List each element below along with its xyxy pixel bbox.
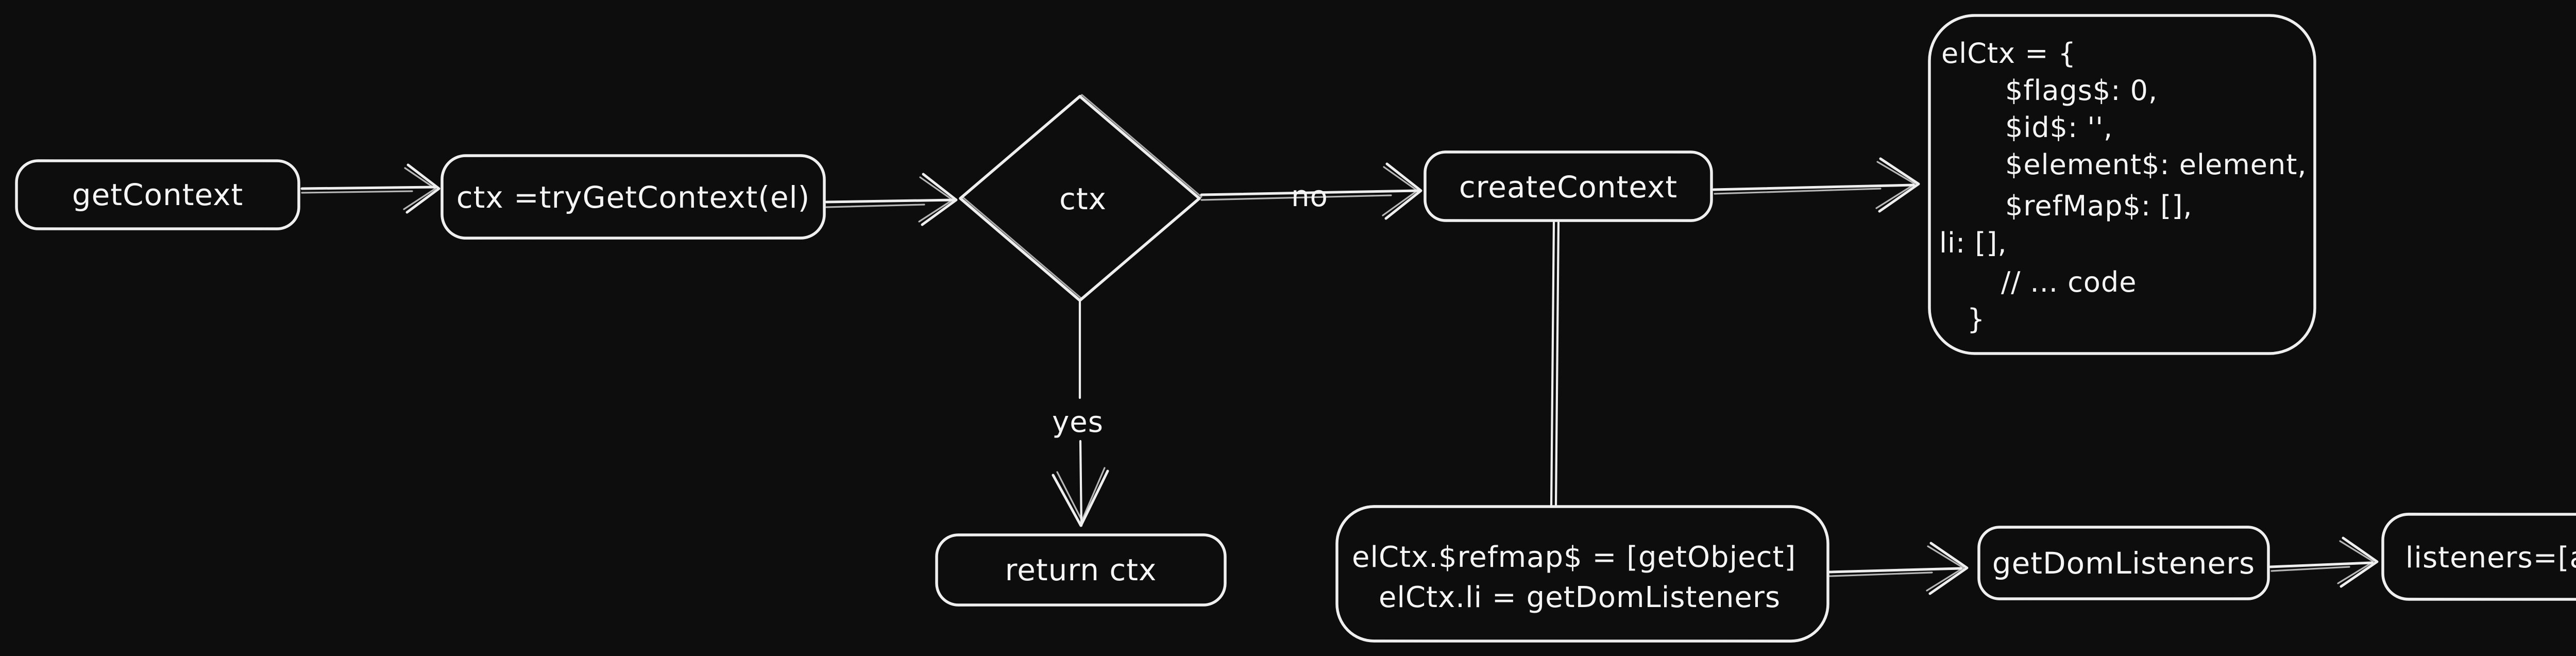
node-try-get-context: ctx =tryGetContext(el) [440, 154, 826, 240]
code-line: $element$: element, [2005, 148, 2307, 181]
code-line: $flags$: 0, [2005, 74, 2158, 107]
node-get-context: getContext [15, 159, 300, 230]
arrow-decision-no: no [1200, 162, 1422, 220]
arrow-shaft [1200, 189, 1419, 196]
arrowhead-icon [1384, 162, 1422, 220]
node-return-ctx: return ctx [935, 533, 1227, 607]
code-line: li: [], [1939, 227, 2007, 259]
arrowhead-icon2 [1926, 545, 1964, 592]
arrow-getdomlisteners-to-listeners [2269, 536, 2379, 588]
code-line: elCtx = { [1941, 37, 2076, 70]
arrowhead-icon2 [403, 167, 436, 210]
connector-line2 [1554, 221, 1560, 507]
arrow-shaft2 [301, 190, 413, 194]
arrow-shaft2 [1829, 571, 1933, 577]
node-get-context-label: getContext [72, 177, 243, 212]
node-listeners-result-outline2 [2382, 512, 2576, 601]
arrowhead-icon [1052, 469, 1109, 527]
node-listeners-result: listeners=[attrName, parseQRL] [2381, 512, 2576, 601]
node-assign-refmap: elCtx.$refmap$ = [getObject] elCtx.li = … [1335, 505, 1829, 643]
node-get-context-outline2 [15, 159, 300, 230]
node-get-dom-listeners: getDomListeners [1977, 526, 2270, 600]
node-try-get-context-label: ctx =tryGetContext(el) [456, 180, 810, 215]
arrow-shaft [2269, 561, 2374, 568]
code-line: // ... code [2001, 266, 2137, 298]
node-elctx-code-block: elCtx = { $flags$: 0, $id$: '', $element… [1928, 14, 2316, 355]
node-get-dom-listeners-label: getDomListeners [1992, 546, 2255, 581]
node-create-context: createContext [1423, 150, 1713, 222]
arrowhead-icon [921, 173, 958, 226]
arrowhead-icon [405, 163, 440, 214]
node-return-ctx-outline2 [936, 533, 1226, 607]
arrow-shaft2 [1200, 194, 1392, 201]
arrow-shaft2 [825, 204, 925, 208]
node-return-ctx-label: return ctx [1005, 552, 1157, 587]
arrow-getcontext-to-trygetcontext [300, 163, 440, 214]
arrowhead-icon2 [2337, 540, 2375, 584]
code-line: elCtx.$refmap$ = [getObject] [1352, 541, 1796, 574]
arrow-decision-yes: yes [1052, 300, 1109, 527]
node-elctx-code-outline2 [1928, 14, 2316, 355]
edge-label-no: no [1291, 180, 1328, 213]
arrowhead-icon2 [1056, 467, 1106, 522]
node-assign-refmap-outline2 [1336, 505, 1829, 643]
code-line: } [1967, 303, 1985, 335]
arrow-shaft [1712, 183, 1915, 191]
arrow-shaft [300, 186, 438, 190]
arrowhead-icon2 [918, 176, 954, 223]
node-create-context-label: createContext [1459, 170, 1677, 205]
arrowhead-icon [1928, 542, 1969, 595]
arrowhead-icon2 [1382, 166, 1418, 216]
node-listeners-result-label: listeners=[attrName, parseQRL] [2405, 541, 2576, 575]
arrow-assign-to-getdomlisteners [1828, 542, 1969, 595]
arrow-trygetcontext-to-decision [825, 173, 958, 226]
connector-line1 [1550, 221, 1555, 507]
node-ctx-decision-label: ctx [1059, 181, 1107, 216]
arrowhead-icon [1878, 157, 1920, 213]
arrow-shaft [825, 198, 956, 204]
arrow-shaft2 [1714, 188, 1882, 195]
node-ctx-decision: ctx [959, 94, 1202, 302]
node-try-get-context-outline2 [441, 154, 825, 240]
arrow-createcontext-to-code [1712, 157, 1920, 213]
arrow-shaft2 [2270, 566, 2350, 572]
node-create-context-outline2 [1424, 150, 1713, 222]
arrowhead-icon2 [1875, 161, 1916, 209]
code-line: elCtx.li = getDomListeners [1379, 581, 1781, 614]
connector-createcontext-to-assign [1550, 221, 1560, 507]
node-ctx-decision-outline2 [961, 94, 1202, 300]
arrowhead-icon [2340, 536, 2379, 588]
edge-label-yes: yes [1052, 406, 1104, 439]
code-line: $id$: '', [2005, 111, 2113, 144]
code-line: $refMap$: [], [2005, 190, 2193, 222]
arrow-shaft [1828, 567, 1962, 574]
node-get-dom-listeners-outline2 [1978, 526, 2269, 600]
arrow-shaft-lower [1079, 440, 1083, 527]
